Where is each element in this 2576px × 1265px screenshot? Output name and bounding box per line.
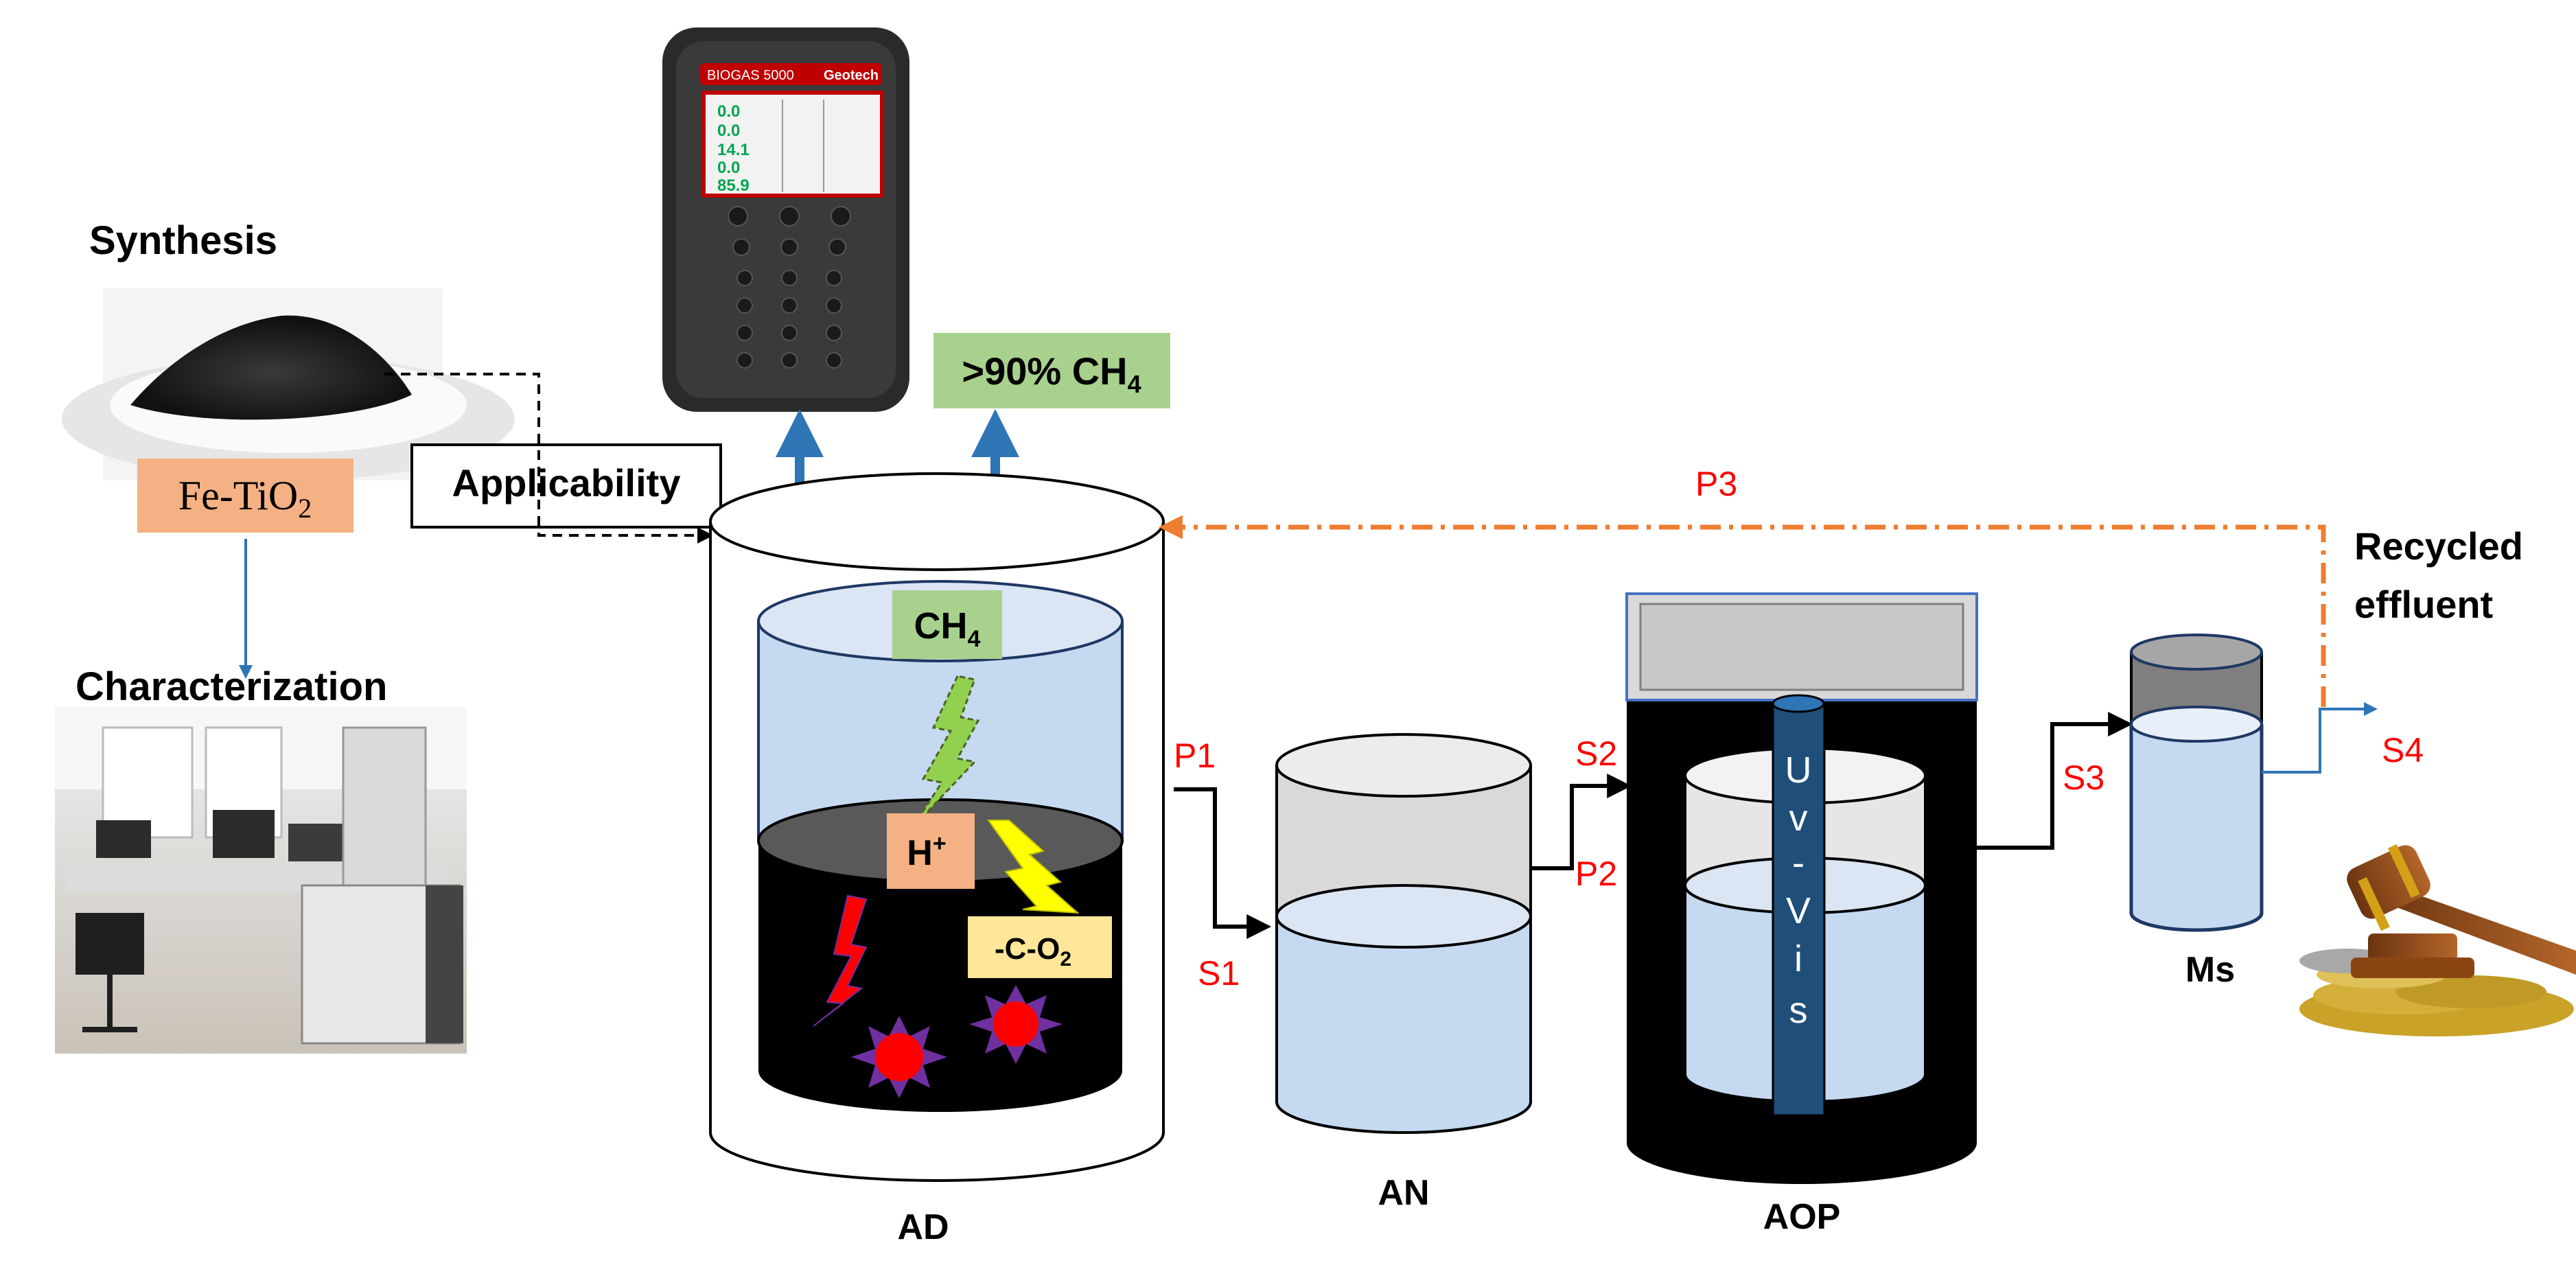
- applicability-dashed-arrow: [384, 373, 714, 544]
- ms-label: Ms: [2185, 950, 2235, 990]
- ms-outlet-arrow: [2262, 702, 2378, 774]
- h-plus-label: H+: [907, 831, 946, 873]
- uv-vis-letter-i: i: [1794, 938, 1802, 979]
- p2-label: P2: [1575, 855, 1617, 893]
- device-reading-4: 0.0: [717, 159, 740, 177]
- device-reading-1: 0.0: [717, 102, 740, 121]
- ch4-label: CH4: [914, 605, 981, 652]
- material-box: Fe-TiO2: [137, 459, 353, 533]
- methane-output-box: >90% CH4: [933, 333, 1170, 408]
- aop-reactor: U v - V i s: [1625, 592, 1978, 1184]
- ms-tank: [2129, 634, 2264, 932]
- p3-label: P3: [1695, 465, 1737, 503]
- synthesis-label: Synthesis: [89, 218, 277, 263]
- yellow-lightning-icon: [987, 820, 1080, 914]
- s2-label: S2: [1575, 734, 1617, 773]
- uv-vis-tube: [1772, 702, 1826, 1117]
- uv-vis-letter-s: s: [1789, 990, 1808, 1031]
- recycle-line: [1159, 515, 2326, 707]
- ad-reactor: CH4 H+ -C-O2: [709, 472, 1165, 1182]
- s4-label: S4: [2382, 731, 2424, 769]
- s3-label: S3: [2063, 758, 2104, 797]
- lab-photo: [55, 707, 467, 1054]
- an-tank: [1275, 733, 1532, 1134]
- powder-photo: [62, 288, 515, 480]
- uv-vis-letter-dash: -: [1792, 842, 1805, 883]
- an-to-aop-pipe: [1531, 774, 1632, 870]
- recycled-effluent-label-2: effluent: [2354, 583, 2493, 626]
- biogas-analyzer-device: BIOGAS 5000 Geotech 0.0 0.0 14.1 0.0 85.…: [662, 27, 909, 412]
- uv-vis-letter-v: v: [1789, 798, 1808, 839]
- ad-to-an-pipe: [1174, 787, 1272, 939]
- microbe-icon-2: [969, 985, 1063, 1064]
- red-lightning-icon: [813, 894, 868, 1027]
- s1-label: S1: [1198, 954, 1240, 993]
- green-lightning-icon: [912, 675, 980, 828]
- uv-vis-letter-v2: V: [1786, 890, 1811, 931]
- uv-vis-letter-u: U: [1785, 750, 1812, 791]
- device-maker: Geotech: [824, 68, 879, 83]
- gavel-icon: [2299, 844, 2576, 1036]
- device-reading-2: 0.0: [717, 121, 740, 140]
- svg-text:Fe-TiO2: Fe-TiO2: [178, 473, 312, 524]
- p1-label: P1: [1174, 736, 1216, 775]
- an-label: AN: [1378, 1173, 1429, 1213]
- aop-label: AOP: [1763, 1197, 1841, 1237]
- device-brand: BIOGAS 5000: [707, 68, 794, 83]
- microbe-icon-1: [851, 1016, 947, 1098]
- device-reading-5: 85.9: [717, 176, 750, 195]
- svg-text:>90% CH4: >90% CH4: [962, 349, 1141, 398]
- carboxyl-label: -C-O2: [995, 932, 1071, 971]
- applicability-box: Applicability: [410, 443, 722, 529]
- aop-to-ms-pipe: [1977, 712, 2133, 850]
- ad-label: AD: [897, 1207, 949, 1247]
- recycled-effluent-label-1: Recycled: [2354, 524, 2523, 568]
- characterization-label: Characterization: [76, 664, 387, 709]
- device-reading-3: 14.1: [717, 141, 750, 159]
- svg-text:Applicability: Applicability: [452, 461, 681, 504]
